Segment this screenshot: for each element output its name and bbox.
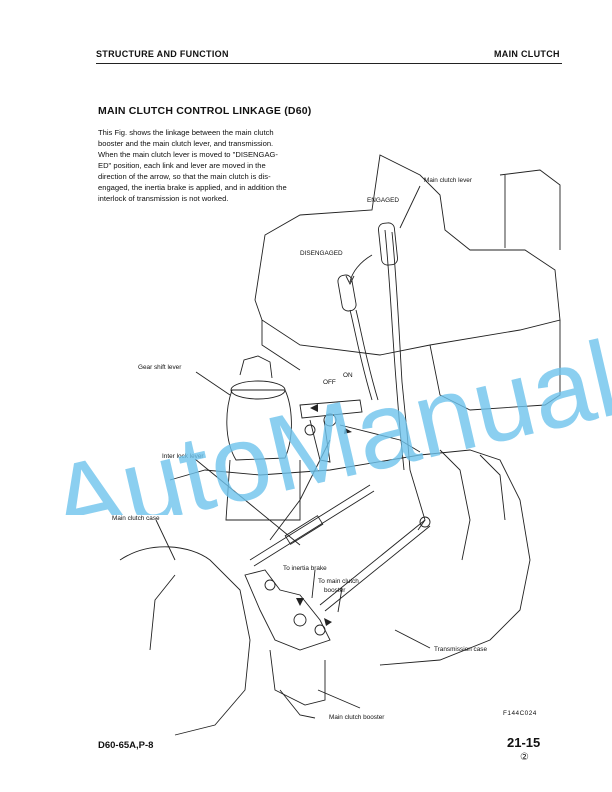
chapter-header: MAIN CLUTCH bbox=[494, 49, 560, 59]
label-engaged: ENGAGED bbox=[367, 197, 399, 204]
body-line: ED" position, each link and lever are mo… bbox=[98, 161, 266, 170]
body-line: interlock of transmission is not worked. bbox=[98, 194, 229, 203]
label-main-clutch-case: Main clutch case bbox=[112, 515, 160, 522]
label-booster: booster bbox=[324, 587, 346, 594]
label-main-clutch-lever: Main clutch lever bbox=[424, 177, 472, 184]
body-paragraph: This Fig. shows the linkage between the … bbox=[98, 127, 330, 204]
label-transmission-case: Transmission case bbox=[434, 646, 488, 653]
body-line: booster and the main clutch lever, and t… bbox=[98, 139, 274, 148]
body-line: This Fig. shows the linkage between the … bbox=[98, 128, 274, 137]
page-title: MAIN CLUTCH CONTROL LINKAGE (D60) bbox=[98, 105, 312, 117]
label-to-main-clutch: To main clutch bbox=[318, 578, 359, 585]
header-rule bbox=[96, 63, 562, 64]
footer-page-number: 21-15 bbox=[507, 735, 541, 750]
footer-model: D60-65A,P-8 bbox=[98, 740, 154, 751]
label-to-inertia-brake: To inertia brake bbox=[283, 565, 327, 572]
label-disengaged: DISENGAGED bbox=[300, 250, 343, 257]
body-line: When the main clutch lever is moved to "… bbox=[98, 150, 278, 159]
section-header: STRUCTURE AND FUNCTION bbox=[96, 49, 229, 59]
label-off: OFF bbox=[323, 379, 336, 386]
body-line: direction of the arrow, so that the main… bbox=[98, 172, 271, 181]
label-inter-lock-lever: Inter lock lever bbox=[162, 453, 204, 460]
label-on: ON bbox=[343, 372, 353, 379]
body-line: engaged, the inertia brake is applied, a… bbox=[98, 183, 287, 192]
figure-code: F144C024 bbox=[503, 710, 537, 717]
label-gear-shift-lever: Gear shift lever bbox=[138, 364, 182, 371]
label-main-clutch-booster: Main clutch booster bbox=[329, 714, 385, 721]
footer-revision: ② bbox=[520, 752, 529, 763]
